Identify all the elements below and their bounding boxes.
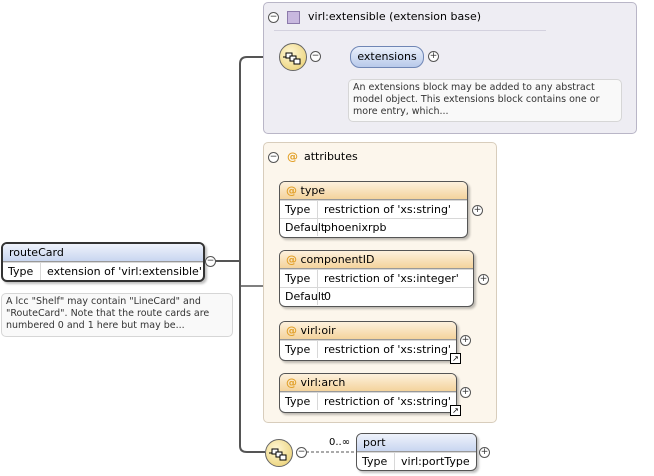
- attribute-icon: @: [286, 324, 297, 337]
- expand-icon[interactable]: +: [479, 447, 490, 458]
- routecard-doc: A lcc "Shelf" may contain "LineCard" and…: [1, 293, 233, 337]
- type-reference-icon[interactable]: ↗: [450, 353, 461, 364]
- attribute-icon: @: [286, 376, 297, 389]
- expand-icon[interactable]: +: [460, 335, 471, 346]
- element-name: routeCard: [9, 246, 64, 259]
- collapse-icon[interactable]: −: [296, 447, 307, 458]
- sequence-compositor-icon[interactable]: [279, 43, 307, 71]
- attributes-title: attributes: [304, 150, 358, 163]
- attribute-type[interactable]: @ type Type restriction of 'xs:string' De…: [279, 181, 468, 238]
- extensions-element[interactable]: extensions: [350, 46, 424, 68]
- divider: [274, 30, 546, 31]
- expand-icon[interactable]: +: [428, 51, 439, 62]
- extensions-label: extensions: [357, 50, 417, 63]
- element-name: port: [363, 436, 386, 449]
- type-value: extension of 'virl:extensible': [40, 263, 202, 280]
- attribute-name: virl:oir: [300, 324, 336, 337]
- collapse-icon[interactable]: −: [205, 256, 216, 267]
- type-reference-icon[interactable]: ↗: [450, 405, 461, 416]
- default-value: 0: [317, 288, 331, 305]
- default-key: Default: [285, 290, 326, 303]
- type-key: Type: [285, 203, 311, 216]
- default-key: Default: [285, 221, 326, 234]
- sequence-compositor-icon[interactable]: [265, 439, 293, 467]
- port-element[interactable]: port Type virl:portType: [356, 433, 477, 471]
- type-key: Type: [285, 272, 311, 285]
- type-key: Type: [285, 395, 311, 408]
- routecard-element[interactable]: routeCard Type extension of 'virl:extensi…: [1, 242, 205, 282]
- type-value: virl:portType: [394, 453, 470, 470]
- port-cardinality: 0..∞: [329, 437, 351, 448]
- attribute-icon: @: [286, 253, 297, 266]
- extension-base-title: virl:extensible (extension base): [308, 10, 482, 23]
- type-key: Type: [362, 455, 388, 468]
- attribute-name: componentID: [300, 253, 375, 266]
- collapse-icon[interactable]: −: [268, 12, 279, 23]
- collapse-icon[interactable]: −: [310, 51, 321, 62]
- type-value: restriction of 'xs:string': [317, 393, 451, 410]
- extensions-doc: An extensions block may be added to any …: [348, 79, 622, 122]
- collapse-icon[interactable]: −: [268, 152, 279, 163]
- attribute-virl-oir[interactable]: @ virl:oir Type restriction of 'xs:string…: [279, 321, 457, 361]
- attribute-icon: @: [287, 150, 298, 163]
- type-value: restriction of 'xs:integer': [317, 270, 459, 287]
- complex-type-icon: [287, 11, 300, 24]
- type-value: restriction of 'xs:string': [317, 341, 451, 358]
- type-value: restriction of 'xs:string': [317, 201, 451, 218]
- attribute-virl-arch[interactable]: @ virl:arch Type restriction of 'xs:strin…: [279, 373, 457, 413]
- attribute-componentid[interactable]: @ componentID Type restriction of 'xs:int…: [279, 250, 474, 307]
- type-key: Type: [8, 265, 34, 278]
- expand-icon[interactable]: +: [460, 387, 471, 398]
- default-value: phoenixrpb: [317, 219, 386, 236]
- attribute-name: type: [300, 184, 326, 197]
- attribute-icon: @: [286, 184, 297, 197]
- attribute-name: virl:arch: [300, 376, 346, 389]
- expand-icon[interactable]: +: [478, 274, 489, 285]
- type-key: Type: [285, 343, 311, 356]
- expand-icon[interactable]: +: [472, 205, 483, 216]
